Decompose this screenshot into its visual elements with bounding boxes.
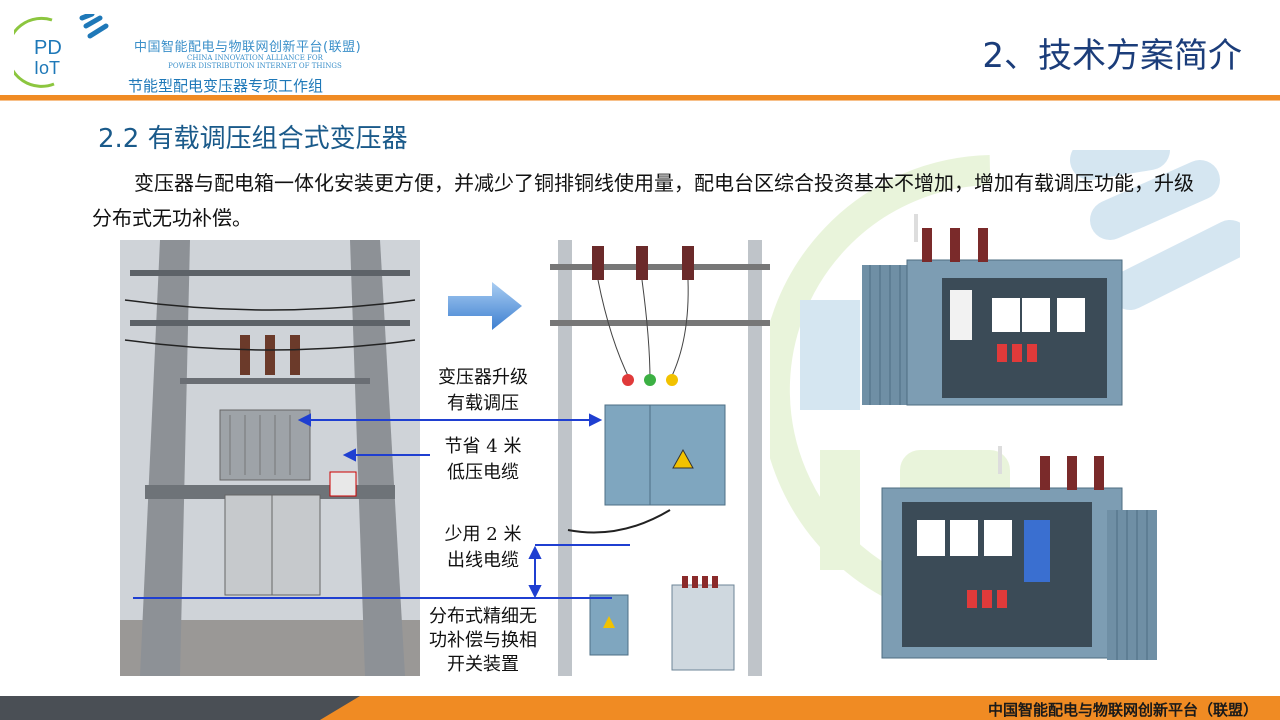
working-group-name: 节能型配电变压器专项工作组	[128, 77, 324, 95]
label-less-cable-line1: 少用 2 米	[444, 524, 522, 545]
label-save-cable: 节省 4 米 低压电缆	[418, 434, 548, 486]
org-name-en-line2: POWER DISTRIBUTION INTERNET OF THINGS	[168, 62, 342, 70]
footer-bar-dark	[0, 696, 360, 720]
section-title: 2.2 有载调压组合式变压器	[98, 124, 408, 154]
label-less-cable-line2: 出线电缆	[447, 550, 519, 571]
logo-text-iot: IoT	[34, 58, 60, 78]
transformer-render-bottom	[881, 446, 1157, 660]
label-compensation-line3: 开关装置	[447, 654, 519, 675]
footer-text: 中国智能配电与物联网创新平台（联盟）	[987, 701, 1258, 719]
header-divider-thin	[0, 100, 1280, 101]
slide-title: 2、技术方案简介	[982, 36, 1242, 76]
label-upgrade-line2: 有载调压	[447, 393, 519, 414]
org-name-cn: 中国智能配电与物联网创新平台(联盟)	[134, 40, 362, 55]
footer-bar-orange	[320, 696, 1280, 720]
logo-text-pd: PD	[34, 37, 62, 59]
label-compensation-line2: 功补偿与换相	[429, 630, 537, 651]
header-divider	[0, 95, 1280, 100]
org-name-en: CHINA INNOVATION ALLIANCE FOR POWER DIST…	[150, 54, 360, 70]
label-compensation: 分布式精细无 功补偿与换相 开关装置	[418, 605, 548, 677]
label-upgrade: 变压器升级 有载调压	[418, 365, 548, 417]
label-less-cable: 少用 2 米 出线电缆	[418, 522, 548, 574]
transformer-render-top	[862, 214, 1123, 406]
pd-iot-logo: PD IoT	[14, 14, 109, 88]
label-upgrade-line1: 变压器升级	[438, 367, 528, 388]
org-name-en-line1: CHINA INNOVATION ALLIANCE FOR	[187, 54, 323, 62]
label-save-cable-line2: 低压电缆	[447, 462, 519, 483]
label-compensation-line1: 分布式精细无	[429, 606, 537, 627]
pole-transformer-photo	[120, 240, 420, 676]
label-save-cable-line1: 节省 4 米	[444, 436, 522, 457]
arrow-right-icon	[448, 282, 522, 330]
combined-transformer-diagram	[540, 240, 770, 676]
section-paragraph: 变压器与配电箱一体化安装更方便，并减少了铜排铜线使用量，配电台区综合投资基本不增…	[92, 171, 1194, 230]
